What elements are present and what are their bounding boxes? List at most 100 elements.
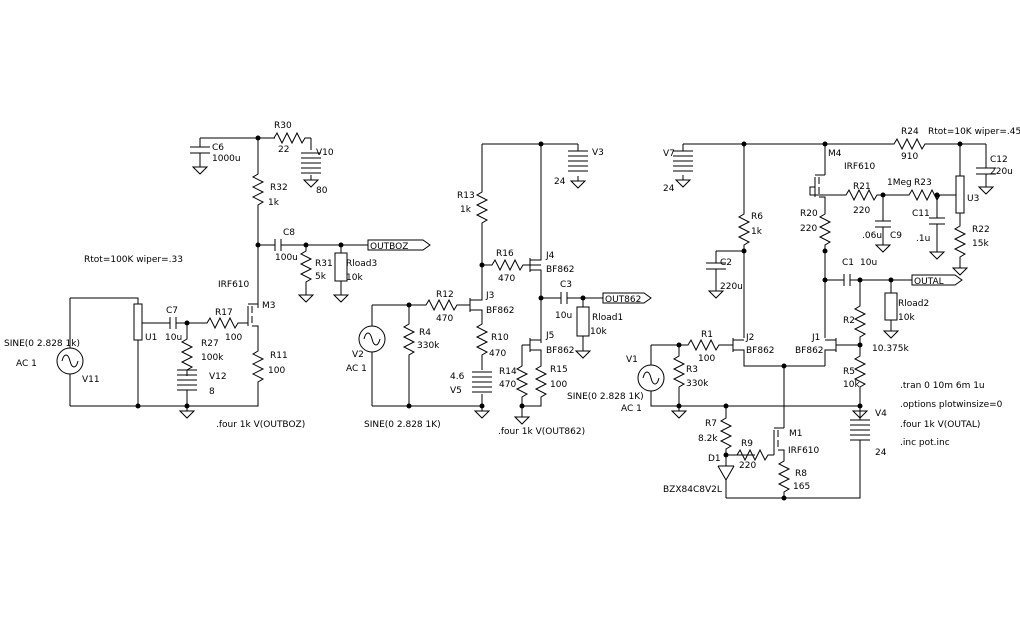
r4-resistor: [403, 317, 415, 362]
c9-label: C9: [890, 231, 902, 241]
v5-battery: [471, 371, 493, 393]
ground-symbol: [333, 289, 349, 303]
j5-label: J5: [545, 331, 554, 341]
v1-label: V1: [626, 355, 638, 365]
v2-source: [358, 325, 386, 353]
d1-zener: [717, 455, 735, 498]
ac-label-1: AC 1: [16, 359, 37, 369]
r23-value: 1Meg: [887, 178, 912, 188]
c8-label: C8: [283, 228, 295, 238]
c2-label: C2: [720, 258, 732, 268]
zener-part-label: BZX84C8V2L: [663, 485, 722, 495]
v4-battery: [849, 419, 871, 441]
r31-label: R31: [315, 259, 333, 269]
circuit-outal: [637, 138, 996, 499]
rload1-resistor: [576, 306, 590, 346]
wire: [809, 186, 840, 196]
v11-source: [56, 347, 84, 375]
r30-resistor: [267, 132, 312, 144]
rtot-label-1: Rtot=100K wiper=.33: [84, 255, 183, 265]
outboz-label: OUTBOZ: [370, 242, 408, 252]
c2-value: 220u: [720, 282, 743, 292]
r4-value: 330k: [417, 341, 440, 351]
irf610-label-m4: IRF610: [844, 162, 876, 172]
c11-label: C11: [912, 209, 930, 219]
r1-resistor: [681, 339, 726, 351]
r31-value: 5k: [315, 272, 327, 282]
labels-outboz: C6 1000u R30 22 V10 80 R32 1k C8 100u R3…: [4, 121, 408, 430]
ground-symbol: [675, 174, 691, 188]
r17-resistor: [200, 317, 245, 329]
rload1-label: Rload1: [592, 313, 623, 323]
v7-battery: [672, 150, 694, 172]
sine-label-3: SINE(0 2.828 1K): [567, 392, 644, 402]
r7-label: R7: [705, 419, 717, 429]
ground-symbol: [883, 325, 899, 339]
r12-resistor: [419, 299, 464, 311]
rload2-value: 10k: [898, 313, 915, 323]
junction-dots: [135, 135, 963, 501]
m4-mosfet: [814, 174, 826, 208]
inc-directive: .inc pot.inc: [900, 438, 950, 448]
v3-battery: [567, 150, 589, 172]
r5-label: R5: [843, 367, 855, 377]
r3-value: 330k: [686, 379, 709, 389]
sine-label-2: SINE(0 2.828 1K): [364, 420, 441, 430]
j4-jfet: [529, 144, 542, 298]
circuit-outboz: [56, 132, 431, 419]
wire: [522, 403, 542, 407]
r5-value: 10k: [843, 380, 860, 390]
ground-symbol: [298, 289, 314, 303]
v1-source: [637, 364, 665, 392]
r3-resistor: [673, 349, 685, 394]
r6-resistor: [738, 207, 750, 252]
r27-label: R27: [201, 339, 219, 349]
r24-label: R24: [901, 127, 919, 137]
four-directive-2: .four 1k V(OUT862): [498, 427, 585, 437]
d1-label: D1: [708, 454, 721, 464]
ground-symbol: [875, 239, 891, 253]
c7-label: C7: [166, 306, 178, 316]
m1-label: M1: [789, 429, 803, 439]
c8-capacitor: [274, 239, 282, 251]
j3-type: BF862: [486, 306, 515, 316]
c2-capacitor: [706, 262, 726, 286]
r14-label: R14: [499, 367, 517, 377]
r7-resistor: [720, 411, 732, 456]
v3-label: V3: [592, 148, 604, 158]
c9-capacitor: [875, 220, 891, 240]
rload2-label: Rload2: [898, 299, 929, 309]
r9-label: R9: [741, 439, 753, 449]
r12-value: 470: [436, 314, 453, 324]
out862-label: OUT862: [605, 295, 641, 305]
v10-label: V10: [316, 148, 334, 158]
r8-resistor: [778, 454, 790, 499]
u1-label: U1: [145, 333, 157, 343]
c6-value: 1000u: [212, 154, 241, 164]
ground-symbol: [929, 246, 945, 260]
j5-jfet: [522, 338, 542, 360]
outal-label: OUTAL: [914, 277, 944, 287]
r10-label: R10: [491, 333, 509, 343]
v4-value: 24: [875, 448, 887, 458]
c6-capacitor: [190, 146, 210, 162]
ac-label-2: AC 1: [346, 364, 367, 374]
r6-value: 1k: [751, 227, 763, 237]
c12-value: 220u: [990, 167, 1013, 177]
r24-resistor: [887, 138, 932, 150]
v5-label: V5: [450, 386, 462, 396]
wire: [372, 394, 483, 407]
c9-value: .06u: [862, 231, 882, 241]
j2-type: BF862: [746, 346, 775, 356]
r2-resistor: [854, 299, 866, 344]
v7-value: 24: [663, 184, 675, 194]
r22-value: 15k: [972, 239, 989, 249]
outboz-port: [367, 239, 431, 251]
v7-label: V7: [663, 149, 675, 159]
sine-label-1: SINE(0 2.828 1k): [4, 339, 80, 349]
outal-port: [911, 274, 963, 286]
four-directive-3: .four 1k V(OUTAL): [900, 420, 980, 430]
r23-resistor: [902, 189, 947, 201]
m4-label: M4: [828, 149, 842, 159]
